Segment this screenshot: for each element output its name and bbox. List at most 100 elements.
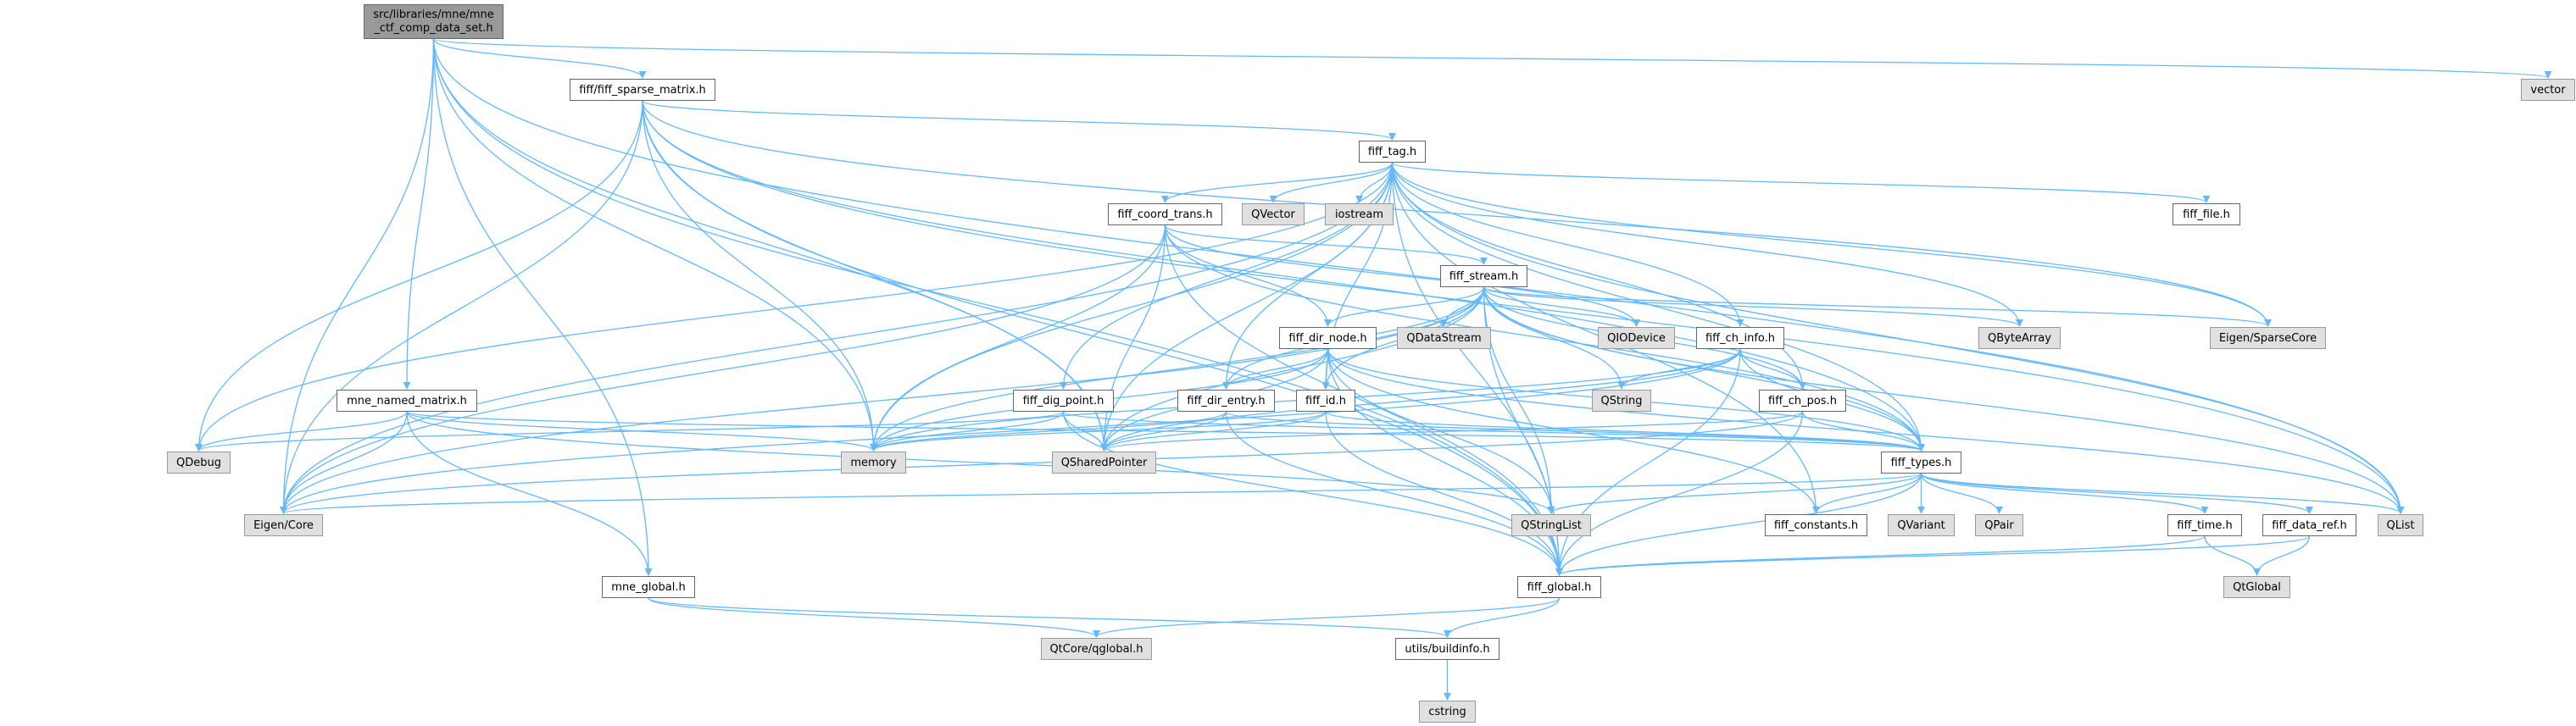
edge-id-to-types <box>1325 411 1925 452</box>
edge-sparse-to-memory <box>642 100 877 452</box>
node-qbytearray[interactable]: QByteArray <box>1978 327 2061 349</box>
node-qvariant[interactable]: QVariant <box>1888 514 1955 536</box>
node-eigen-core[interactable]: Eigen/Core <box>244 514 323 536</box>
node-mne-global-h[interactable]: mne_global.h <box>602 576 695 598</box>
edge-types-to-qpair <box>1920 473 2003 514</box>
edge-types-to-constants <box>1812 473 1922 514</box>
node-qvector[interactable]: QVector <box>1242 203 1305 225</box>
node-fiff-ch-info-h[interactable]: fiff_ch_info.h <box>1696 327 1784 349</box>
node-qiodevice[interactable]: QIODevice <box>1598 327 1675 349</box>
edge-tag-to-qdebug <box>195 162 1394 452</box>
edge-sparse-to-eigencore <box>280 100 643 514</box>
node-fiff-file-h[interactable]: fiff_file.h <box>2173 203 2240 225</box>
edge-named-to-qstringlist <box>406 411 1555 514</box>
edge-tag-to-chinfo <box>1391 162 1744 327</box>
node-qtcore-qglobal-h[interactable]: QtCore/qglobal.h <box>1041 638 1152 660</box>
node-qdatastream[interactable]: QDataStream <box>1397 327 1491 349</box>
edge-types-to-time <box>1920 473 2209 514</box>
edge-mneglobal-to-qglobal <box>648 597 1100 638</box>
edge-chpos-to-global <box>1555 411 1804 576</box>
edge-chinfo-to-eigencore <box>280 348 1741 514</box>
node-memory[interactable]: memory <box>841 452 906 474</box>
edge-global-to-buildinfo <box>1444 597 1561 638</box>
node-fiff-fiff-sparse-matrix-h[interactable]: fiff/fiff_sparse_matrix.h <box>570 79 715 101</box>
node-qstringlist[interactable]: QStringList <box>1511 514 1591 536</box>
edge-root-to-named <box>403 38 435 390</box>
node-fiff-time-h[interactable]: fiff_time.h <box>2167 514 2242 536</box>
edge-named-to-types <box>406 411 1925 452</box>
edge-sparse-to-qshared <box>642 100 1108 452</box>
node-vector[interactable]: vector <box>2521 79 2575 101</box>
edge-id-to-global <box>1325 411 1563 576</box>
root-label-line2: _ctf_comp_data_set.h <box>374 21 493 35</box>
node-fiff-types-h[interactable]: fiff_types.h <box>1881 452 1961 474</box>
edge-root-to-global <box>432 38 1563 576</box>
edge-sparse-to-qdebug <box>195 100 643 452</box>
node-utils-buildinfo-h[interactable]: utils/buildinfo.h <box>1395 638 1499 660</box>
edge-coord-to-types <box>1164 224 1925 452</box>
edge-mneglobal-to-buildinfo <box>648 597 1451 638</box>
edge-sparse-to-sparsecore <box>642 100 2272 327</box>
edge-named-to-memory <box>406 411 877 452</box>
node-root-file[interactable]: src/libraries/mne/mne _ctf_comp_data_set… <box>364 4 504 39</box>
node-fiff-dir-node-h[interactable]: fiff_dir_node.h <box>1279 327 1377 349</box>
node-cstring[interactable]: cstring <box>1419 701 1476 723</box>
edge-time-to-qtglobal <box>2204 535 2261 576</box>
edge-sparse-to-qlist <box>642 100 2405 514</box>
edge-root-to-qshared <box>432 38 1108 452</box>
edge-types-to-qstringlist <box>1547 473 1922 514</box>
edge-root-to-qlist <box>432 38 2405 514</box>
node-fiff-global-h[interactable]: fiff_global.h <box>1517 576 1601 598</box>
node-fiff-stream-h[interactable]: fiff_stream.h <box>1440 265 1527 287</box>
edge-tag-to-id <box>1321 162 1394 390</box>
edge-dataref-to-qtglobal <box>2253 535 2311 576</box>
node-qsharedpointer[interactable]: QSharedPointer <box>1052 452 1156 474</box>
edge-coord-to-eigencore <box>280 224 1166 514</box>
node-fiff-id-h[interactable]: fiff_id.h <box>1296 390 1355 412</box>
edge-types-to-dataref <box>1920 473 2313 514</box>
node-fiff-ch-pos-h[interactable]: fiff_ch_pos.h <box>1759 390 1846 412</box>
edge-chpos-to-qshared <box>1100 411 1804 452</box>
edge-digpoint-to-memory <box>870 411 1065 452</box>
node-fiff-tag-h[interactable]: fiff_tag.h <box>1359 141 1426 163</box>
node-fiff-dig-point-h[interactable]: fiff_dig_point.h <box>1013 390 1114 412</box>
edge-root-to-eigencore <box>280 38 435 514</box>
node-fiff-data-ref-h[interactable]: fiff_data_ref.h <box>2262 514 2356 536</box>
node-fiff-coord-trans-h[interactable]: fiff_coord_trans.h <box>1108 203 1222 225</box>
node-qpair[interactable]: QPair <box>1975 514 2023 536</box>
edge-types-to-eigencore <box>280 473 1922 514</box>
edge-types-to-qlist <box>1920 473 2405 514</box>
edge-stream-to-qbytearray <box>1483 286 2023 327</box>
edge-sparse-to-types <box>642 100 1925 452</box>
edge-tag-to-coord <box>1161 162 1394 203</box>
node-eigen-sparsecore[interactable]: Eigen/SparseCore <box>2210 327 2326 349</box>
node-mne-named-matrix-h[interactable]: mne_named_matrix.h <box>337 390 477 412</box>
edge-direntry-to-global <box>1225 411 1563 576</box>
edge-coord-to-qiodevice <box>1164 224 1640 327</box>
edge-coord-to-qshared <box>1100 224 1166 452</box>
edge-tag-to-qvector <box>1269 162 1394 203</box>
node-fiff-dir-entry-h[interactable]: fiff_dir_entry.h <box>1177 390 1275 412</box>
edge-chinfo-to-chpos <box>1739 348 1806 390</box>
edge-stream-to-dirnode <box>1324 286 1485 327</box>
node-qlist[interactable]: QList <box>2378 514 2423 536</box>
edge-coord-to-dirnode <box>1164 224 1332 327</box>
node-qstring[interactable]: QString <box>1592 390 1651 412</box>
edge-named-to-mneglobal <box>406 411 653 576</box>
edge-global-to-qglobal <box>1093 597 1561 638</box>
edge-digpoint-to-global <box>1062 411 1563 576</box>
edge-coord-to-memory <box>870 224 1166 452</box>
edge-chinfo-to-global <box>1555 348 1741 576</box>
node-iostream[interactable]: iostream <box>1325 203 1394 225</box>
edge-root-to-memory <box>432 38 877 452</box>
node-qtglobal[interactable]: QtGlobal <box>2223 576 2290 598</box>
edge-root-to-mneglobal <box>432 38 653 576</box>
node-fiff-constants-h[interactable]: fiff_constants.h <box>1765 514 1867 536</box>
edge-tag-to-sparsecore <box>1391 162 2272 327</box>
edge-digpoint-to-types <box>1062 411 1925 452</box>
edge-chpos-to-eigencore <box>280 411 1804 514</box>
edge-direntry-to-memory <box>870 411 1227 452</box>
node-qdebug[interactable]: QDebug <box>167 452 231 474</box>
